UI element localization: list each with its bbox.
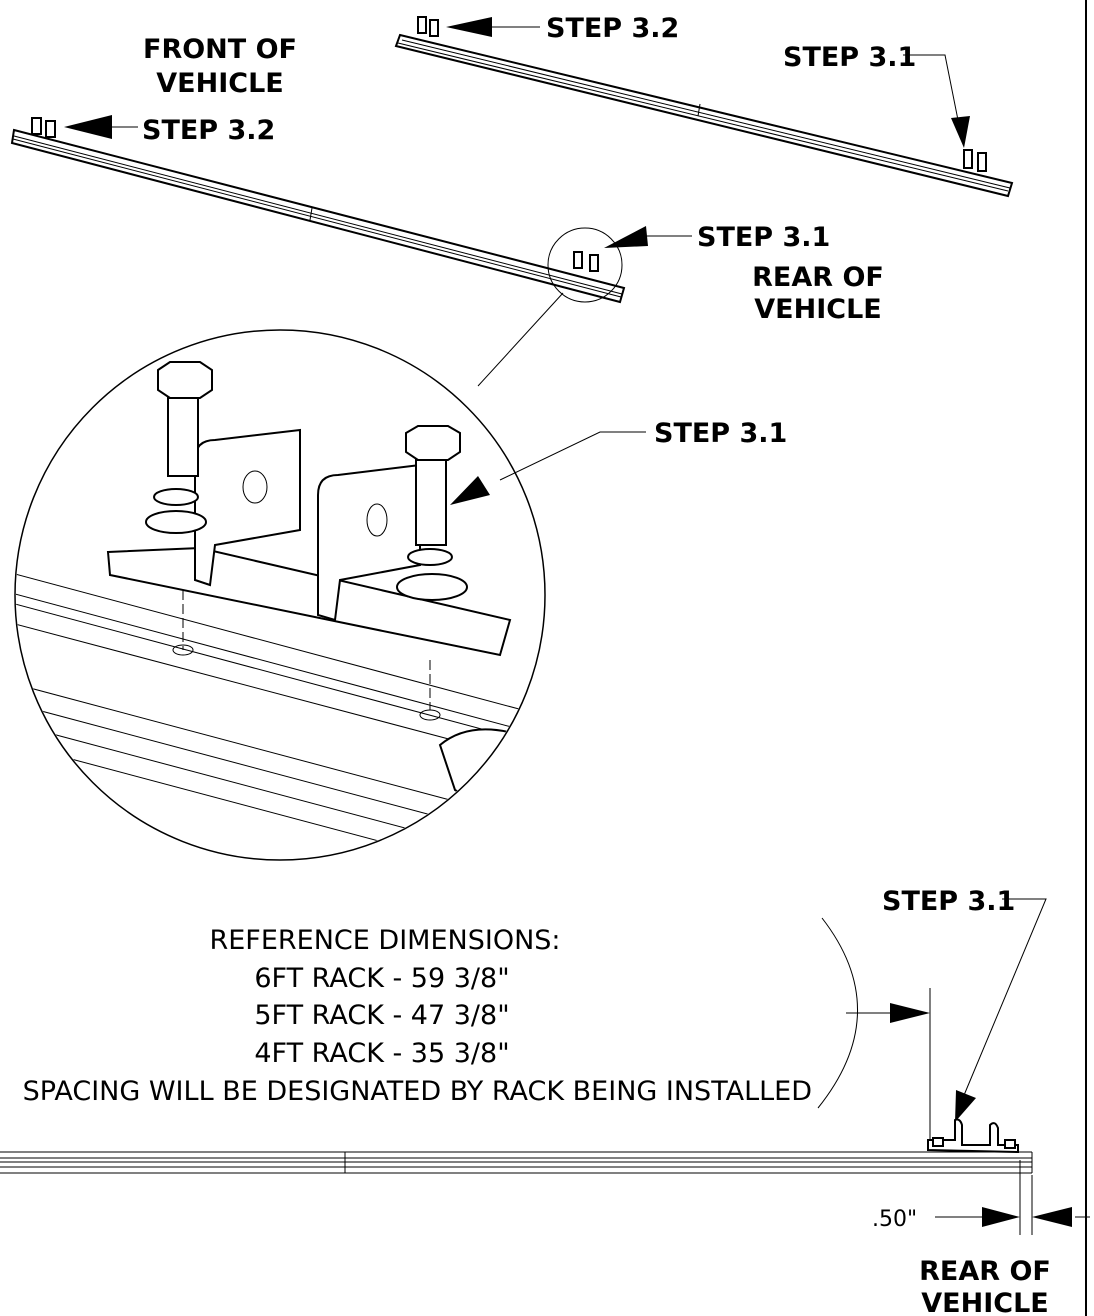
reference-line-4ft: 4FT RACK - 35 3/8" <box>254 1038 509 1069</box>
lower-rail <box>10 117 626 304</box>
reference-line-5ft: 5FT RACK - 47 3/8" <box>254 1000 509 1031</box>
reference-heading: REFERENCE DIMENSIONS: <box>209 925 560 956</box>
step-3-1-detail-label: STEP 3.1 <box>654 418 787 449</box>
front-of-vehicle-line1: FRONT OF <box>143 34 297 65</box>
leaders <box>64 17 1047 1122</box>
step-3-1-top-label: STEP 3.1 <box>783 42 916 73</box>
reference-line-6ft: 6FT RACK - 59 3/8" <box>254 963 509 994</box>
offset-dimension: .50" <box>872 1207 917 1232</box>
side-elevation <box>0 917 1090 1235</box>
detail-view <box>14 329 546 861</box>
step-3-2-top-label: STEP 3.2 <box>546 13 679 44</box>
step-3-1-mid-label: STEP 3.1 <box>697 222 830 253</box>
step-3-2-left-label: STEP 3.2 <box>142 115 275 146</box>
rear-of-vehicle-top-line1: REAR OF <box>752 262 884 293</box>
front-of-vehicle-line2: VEHICLE <box>156 68 283 99</box>
rear-of-vehicle-top-line2: VEHICLE <box>754 294 881 325</box>
rear-of-vehicle-bottom-line1: REAR OF <box>919 1256 1051 1287</box>
step-3-1-bottom-label: STEP 3.1 <box>882 886 1015 917</box>
reference-spacing-note: SPACING WILL BE DESIGNATED BY RACK BEING… <box>23 1076 812 1107</box>
rear-of-vehicle-bottom-line2: VEHICLE <box>921 1288 1048 1316</box>
detail-leader <box>477 292 564 387</box>
upper-rail <box>394 16 1014 198</box>
